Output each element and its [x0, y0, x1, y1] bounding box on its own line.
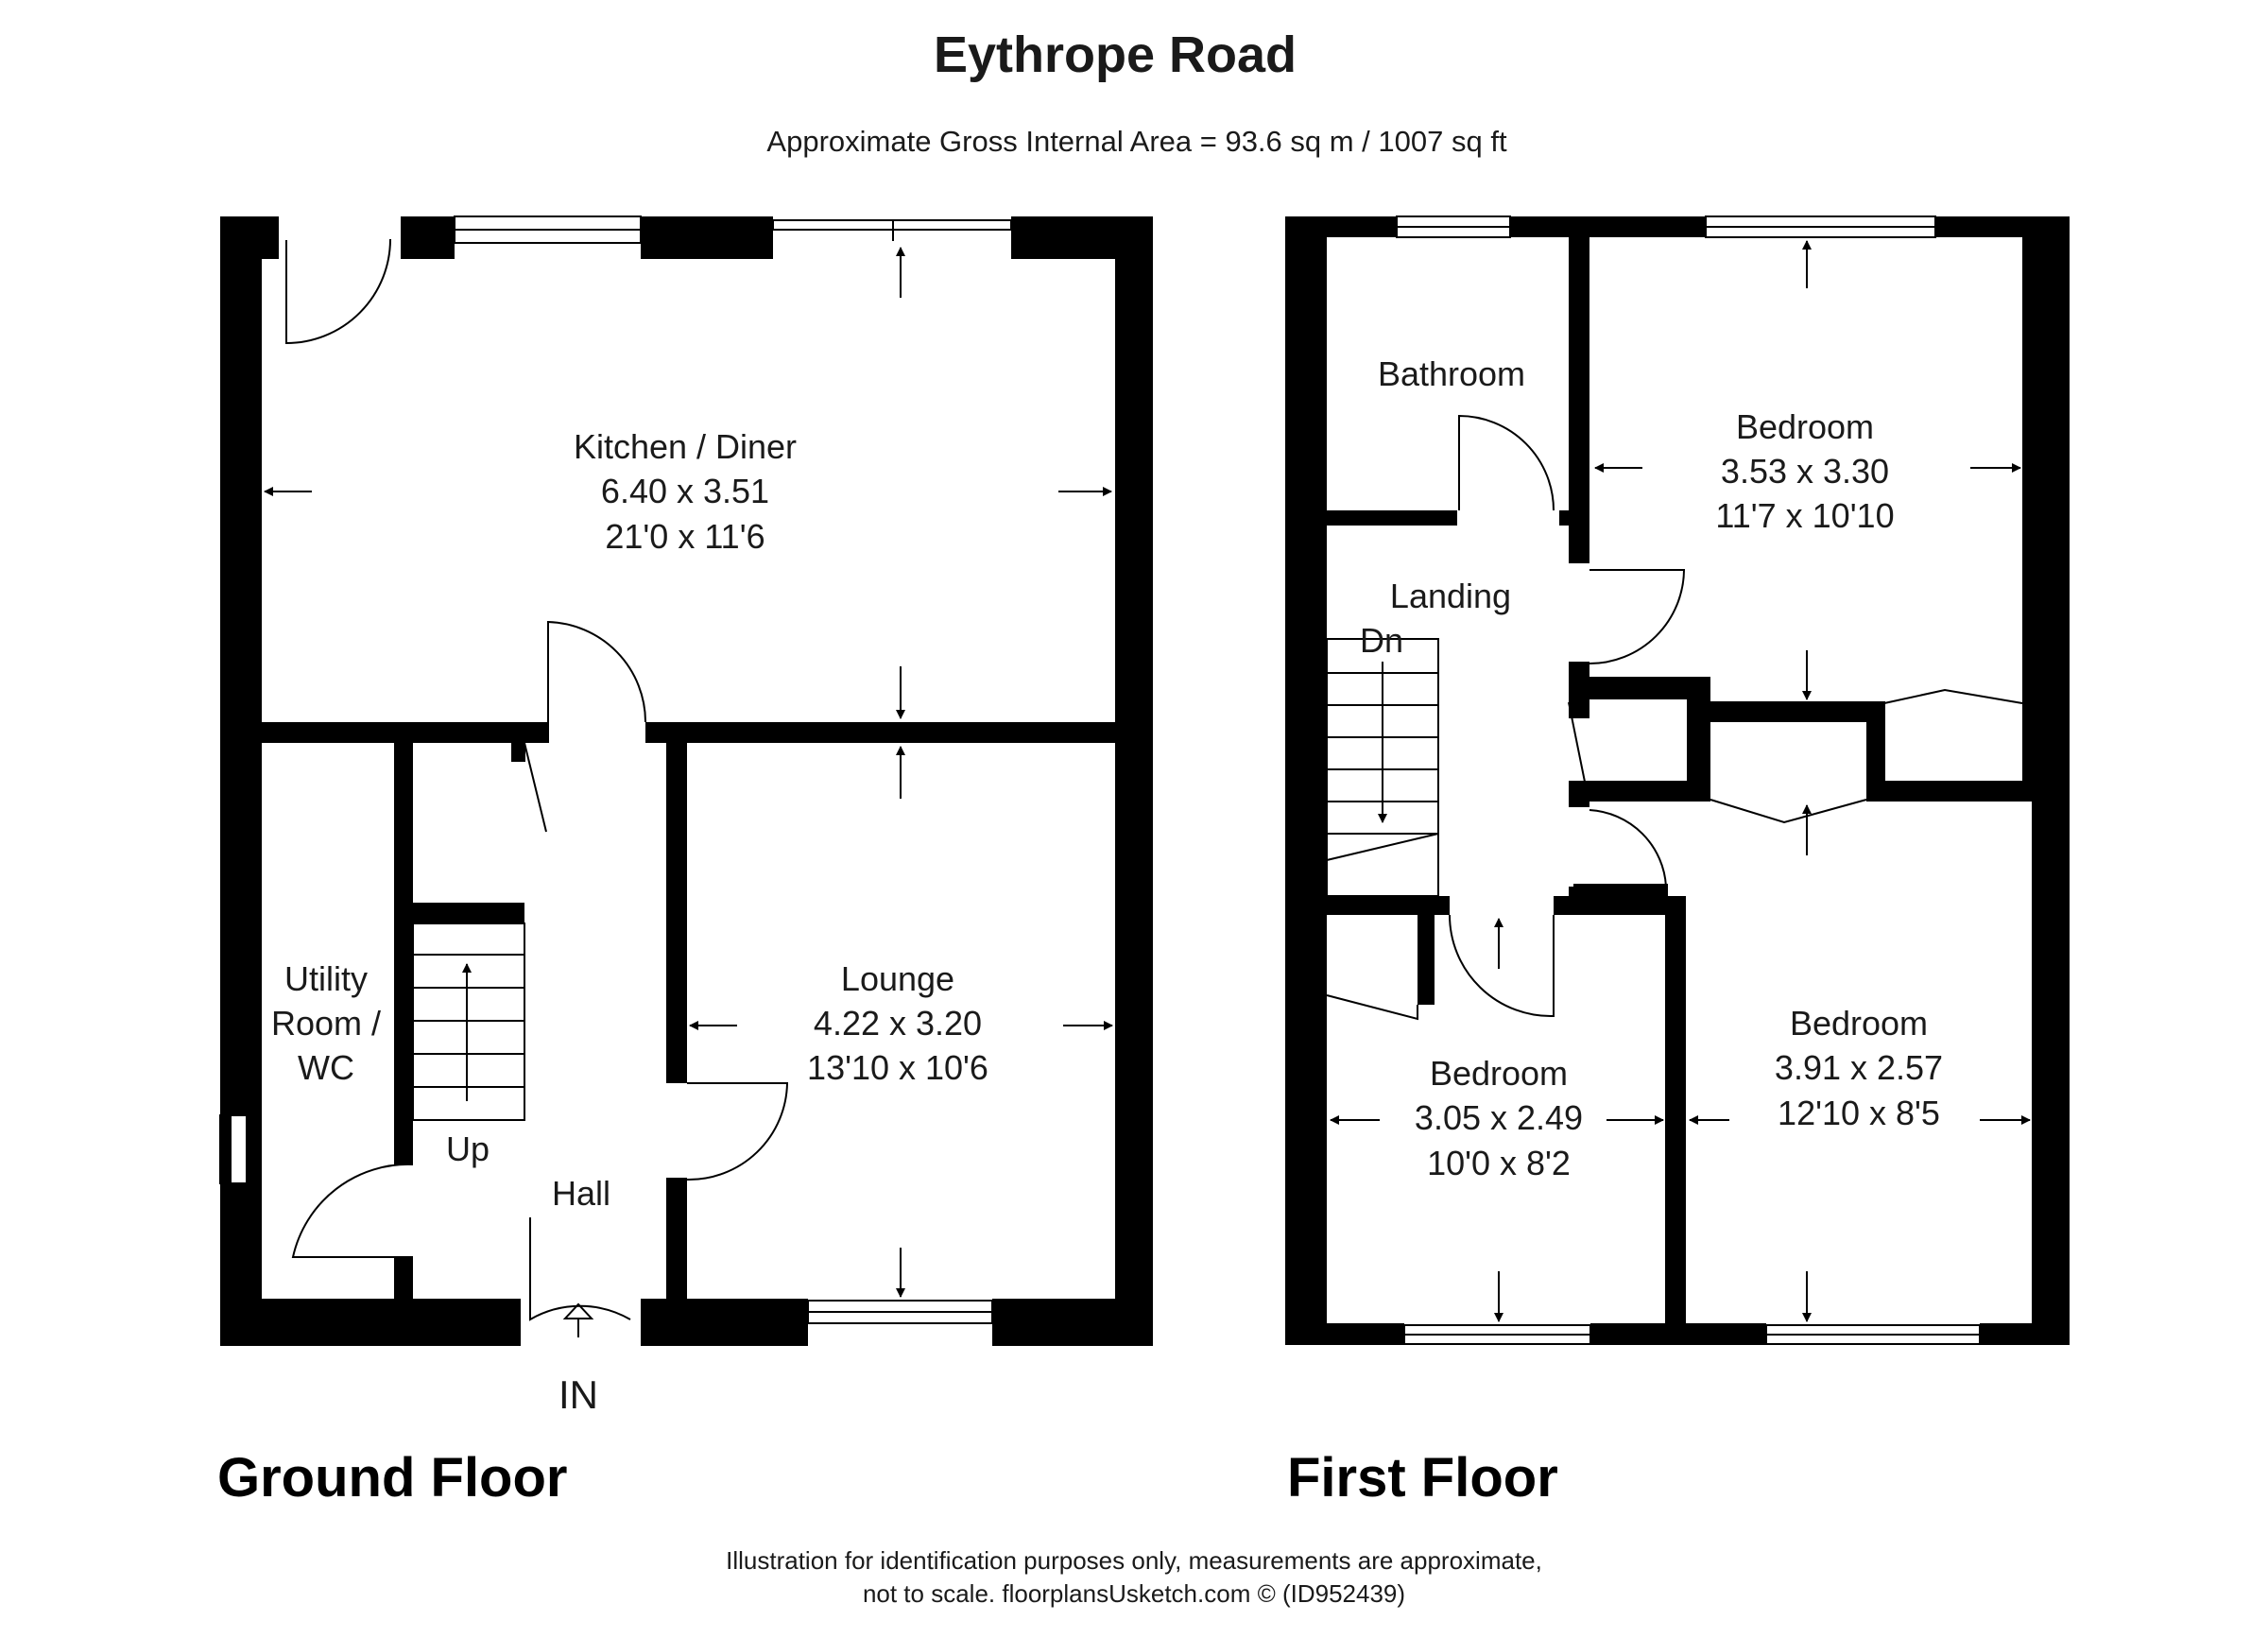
bedroom1-imperial: 11'7 x 10'10 [1715, 496, 1894, 535]
utility-label-line3: WC [298, 1048, 354, 1087]
bedroom2-metric: 3.91 x 2.57 [1775, 1048, 1943, 1087]
entrance-label: IN [558, 1372, 598, 1417]
bedroom2-name: Bedroom [1790, 1004, 1928, 1043]
stairs-down-label: Dn [1360, 621, 1403, 660]
bedroom2-imperial: 12'10 x 8'5 [1778, 1094, 1940, 1132]
disclaimer-line1: Illustration for identification purposes… [726, 1546, 1542, 1575]
plan-title: Eythrope Road [934, 26, 1297, 83]
bedroom1-name: Bedroom [1736, 407, 1874, 446]
lounge-name: Lounge [841, 959, 954, 998]
kitchen-metric: 6.40 x 3.51 [601, 472, 769, 510]
bedroom3-imperial: 10'0 x 8'2 [1427, 1144, 1571, 1182]
ground-stairs [412, 922, 525, 1121]
bedroom3-metric: 3.05 x 2.49 [1415, 1098, 1583, 1137]
utility-label-line1: Utility [284, 959, 368, 998]
bedroom1-metric: 3.53 x 3.30 [1721, 452, 1889, 491]
disclaimer-line2: not to scale. floorplansUsketch.com © (I… [863, 1579, 1405, 1608]
ground-floor-label: Ground Floor [217, 1447, 568, 1509]
utility-label-line2: Room / [271, 1004, 381, 1043]
ground-floor-plan [219, 216, 1153, 1346]
first-floor-plan [1285, 216, 2070, 1345]
lounge-metric: 4.22 x 3.20 [814, 1004, 982, 1043]
hall-label: Hall [552, 1174, 610, 1213]
lounge-imperial: 13'10 x 10'6 [807, 1048, 988, 1087]
kitchen-name: Kitchen / Diner [574, 427, 797, 466]
stairs-up-label: Up [446, 1129, 490, 1168]
bathroom-label: Bathroom [1378, 354, 1525, 393]
entrance-arrow-icon [562, 1302, 594, 1337]
landing-label: Landing [1390, 577, 1511, 615]
kitchen-imperial: 21'0 x 11'6 [605, 517, 765, 556]
first-floor-label: First Floor [1287, 1447, 1558, 1509]
bedroom3-name: Bedroom [1430, 1054, 1568, 1093]
first-floor-stairs [1326, 638, 1439, 897]
area-summary: Approximate Gross Internal Area = 93.6 s… [766, 125, 1507, 158]
